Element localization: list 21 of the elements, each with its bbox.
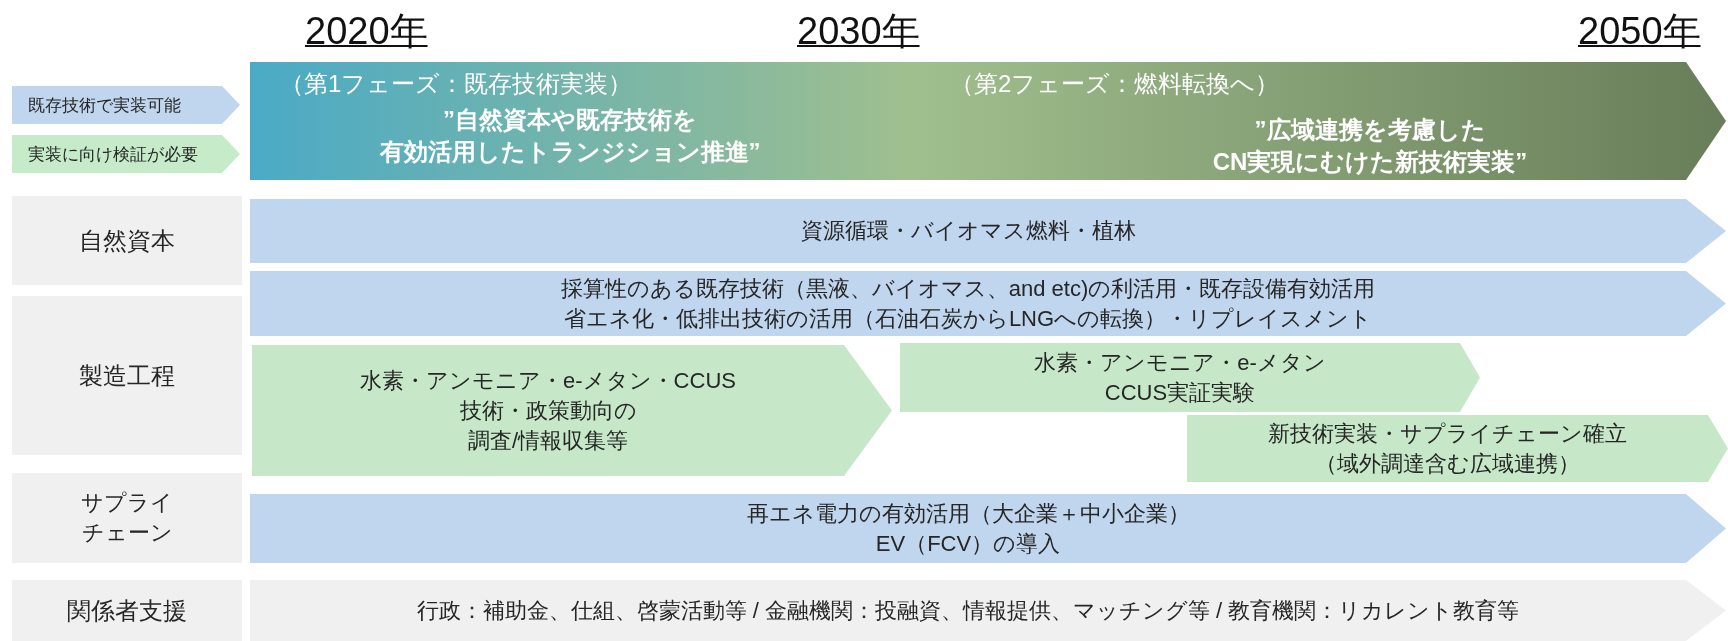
phase-label: （第1フェーズ：既存技術実装） <box>280 69 634 99</box>
arrow-band: 水素・アンモニア・e-メタンCCUS実証実験 <box>900 343 1480 412</box>
arrow-band: 新技術実装・サプライチェーン確立（域外調達含む広域連携） <box>1187 415 1728 482</box>
arrow-band: 再エネ電力の有効活用（大企業＋中小企業）EV（FCV）の導入 <box>250 494 1726 563</box>
arrow-band: 行政：補助金、仕組、啓蒙活動等 / 金融機関：投融資、情報提供、マッチング等 / 教育機関：リカレント教育等 <box>250 580 1726 641</box>
row-label: 製造工程 <box>12 296 242 455</box>
phase-banner <box>250 62 1726 180</box>
row-label: 関係者支援 <box>12 580 242 641</box>
legend-text: 既存技術で実装可能 <box>28 95 181 117</box>
row-label: 自然資本 <box>12 196 242 285</box>
year-label: 2030年 <box>797 9 920 54</box>
arrow-band: 採算性のある既存技術（黒液、バイオマス、and etc)の利活用・既存設備有効活用省エネ化・低排出技術の活用（石油石炭からLNGへの転換）・リプレイスメント <box>250 271 1726 336</box>
phase-label: （第2フェーズ：燃料転換へ） <box>950 69 1281 99</box>
slogan-text: ”広域連携を考慮したCN実現にむけた新技術実装” <box>1211 115 1529 177</box>
legend-text: 実装に向け検証が必要 <box>28 144 198 166</box>
row-label: サプライチェーン <box>12 473 242 563</box>
slogan-text: ”自然資本や既存技術を有効活用したトランジション推進” <box>378 105 762 167</box>
year-label: 2020年 <box>305 9 428 54</box>
arrow-band: 水素・アンモニア・e-メタン・CCUS技術・政策動向の調査/情報収集等 <box>252 345 892 476</box>
year-label: 2050年 <box>1578 9 1701 54</box>
arrow-band: 資源循環・バイオマス燃料・植林 <box>250 199 1726 263</box>
